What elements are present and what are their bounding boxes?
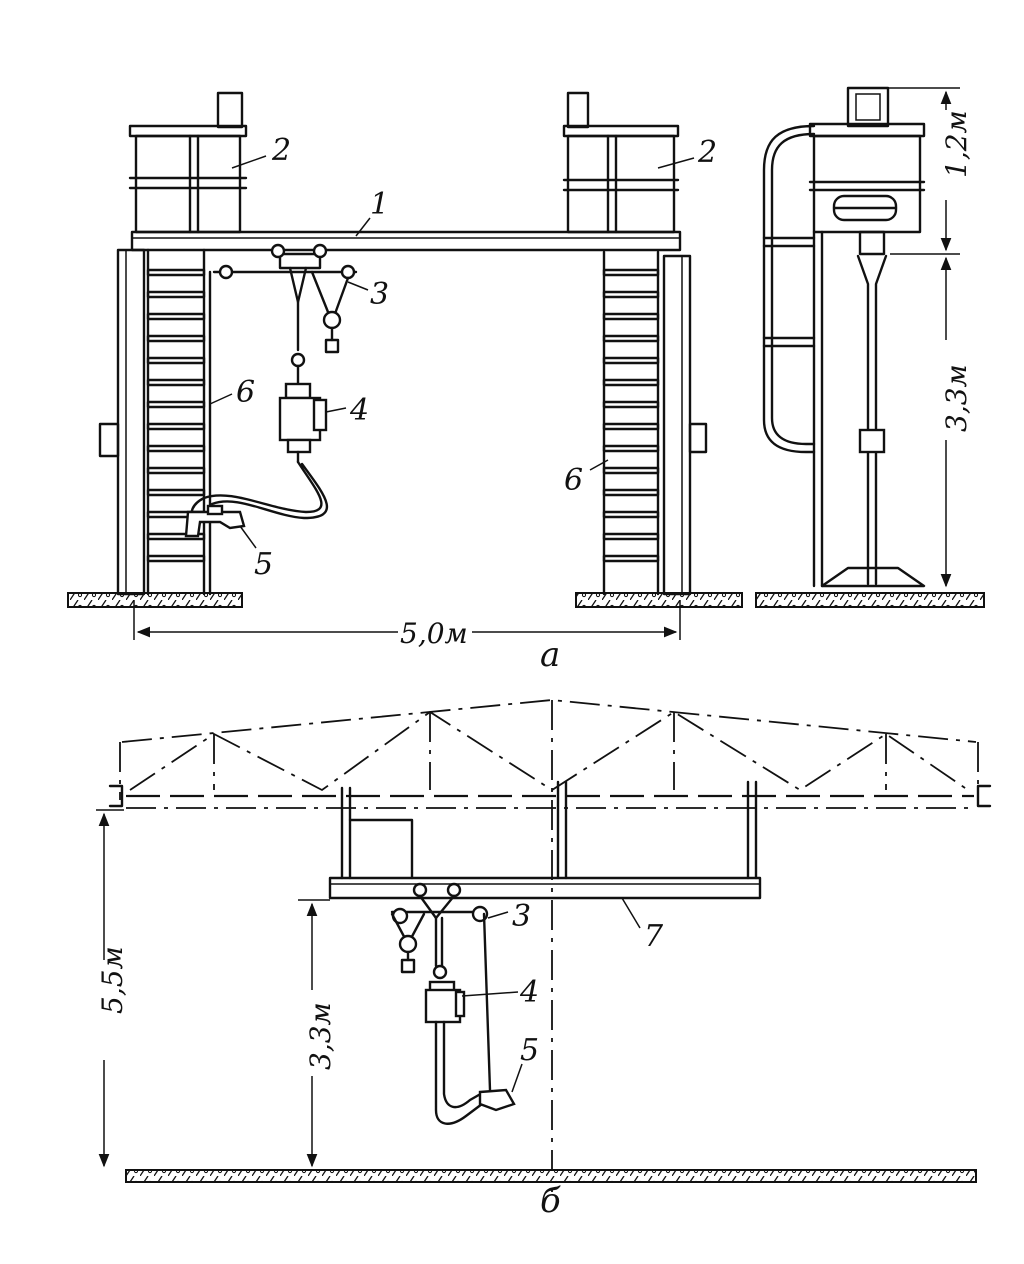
ladder-rung	[602, 554, 660, 563]
label-gun-a: 5	[254, 547, 273, 582]
label-tool-a: 4	[349, 393, 369, 428]
label-hoist-b: 3	[512, 899, 531, 934]
ladder-rung	[146, 334, 206, 343]
girder	[130, 230, 682, 252]
column-left	[98, 248, 212, 596]
span-dimension	[133, 600, 681, 640]
caption-a: а	[540, 635, 560, 675]
dim-top-height: 1,2м	[940, 110, 973, 178]
hose-a	[190, 460, 329, 522]
label-ladder-left: 6	[236, 375, 255, 410]
ladder-left	[146, 268, 206, 563]
label-tool-b: 4	[519, 975, 539, 1010]
ladder-rung	[146, 356, 206, 365]
ladder-rung	[146, 532, 206, 541]
view-a-front	[67, 91, 743, 640]
ladder-rung	[602, 488, 660, 497]
ladder-rung	[602, 290, 660, 299]
dim-side-height: 3,3м	[940, 364, 973, 432]
ladder-rung	[146, 466, 206, 475]
ladder-rung	[146, 422, 206, 431]
label-beam-b: 7	[644, 919, 664, 954]
floor-b	[125, 1169, 977, 1183]
dim-span-a: 5,0м	[400, 617, 468, 650]
ladder-rung	[602, 444, 660, 453]
dim-beam-height: 3,3м	[304, 1002, 337, 1070]
ladder-rung	[146, 312, 206, 321]
ladder-rung	[602, 378, 660, 387]
label-ladder-right: 6	[564, 463, 583, 498]
ladder-right	[602, 268, 660, 563]
ladder-rung	[602, 532, 660, 541]
floor-right	[575, 592, 743, 608]
ladder-rung	[602, 400, 660, 409]
view-b	[96, 699, 992, 1200]
label-girder: 1	[370, 187, 389, 222]
ladder-rung	[602, 312, 660, 321]
label-gun-b: 5	[520, 1033, 539, 1068]
caption-b: б	[540, 1181, 561, 1221]
ladder-rung	[146, 488, 206, 497]
ladder-rung	[146, 444, 206, 453]
ladder-rung	[146, 290, 206, 299]
view-a-side	[755, 86, 985, 608]
ladder-rung	[146, 400, 206, 409]
label-hoist-a: 3	[370, 277, 389, 312]
dim-hall-height: 5,5м	[96, 946, 129, 1014]
ladder-rung	[602, 356, 660, 365]
ladder-rung	[146, 378, 206, 387]
tank-left	[128, 91, 248, 234]
ladder-rung	[602, 510, 660, 519]
ladder-rung	[602, 466, 660, 475]
gun-a	[184, 504, 246, 538]
tool-a	[278, 382, 328, 464]
tank-right	[562, 91, 680, 234]
floor-side	[755, 592, 985, 608]
ladder-rung	[146, 268, 206, 277]
floor-left	[67, 592, 243, 608]
ladder-rung	[602, 268, 660, 277]
ladder-rung	[146, 554, 206, 563]
hoist-a	[212, 243, 358, 386]
ladder-rung	[602, 422, 660, 431]
label-tank-right: 2	[697, 135, 717, 170]
ladder-rung	[602, 334, 660, 343]
label-tank-left: 2	[271, 133, 291, 168]
